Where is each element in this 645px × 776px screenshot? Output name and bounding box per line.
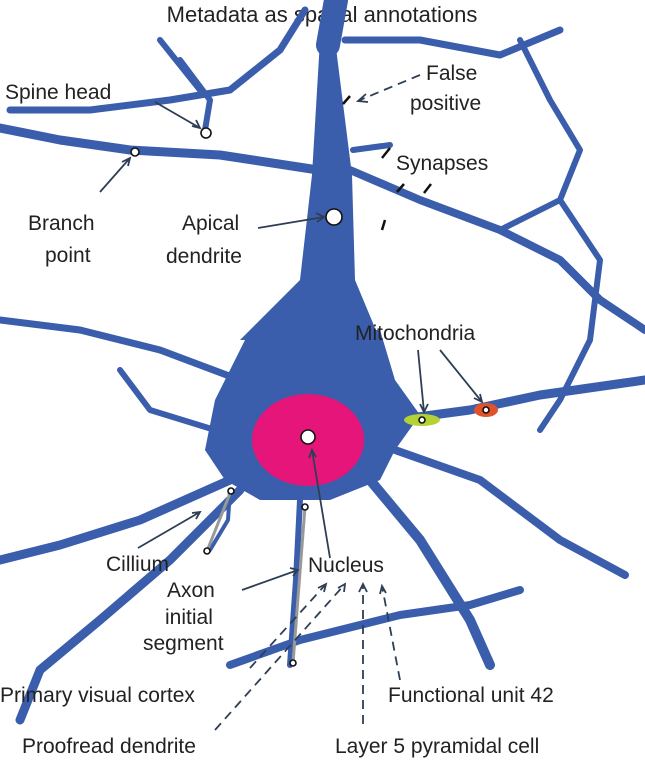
branch-right [346, 166, 645, 334]
branch-right-bottom [365, 475, 495, 670]
branch-right-lower [391, 446, 629, 579]
label-nucleus: Nucleus [308, 554, 384, 577]
cillium-point-bottom [203, 547, 211, 555]
nucleus-point [300, 429, 316, 445]
branch-left-lower [0, 475, 235, 565]
branch-upper-right [341, 26, 564, 59]
axon-initial-segment-annotation [291, 506, 307, 664]
label-functional-unit: Functional unit 42 [388, 684, 554, 707]
synapse-markers [342, 95, 432, 231]
apical-dendrite-point [325, 208, 343, 226]
label-cillium: Cillium [106, 553, 169, 576]
cillium-annotation [205, 490, 233, 552]
branch-right-upper [497, 37, 583, 233]
branch-small [157, 37, 203, 93]
branch-point [130, 147, 140, 157]
annotation-arrows [99, 74, 484, 731]
apical-dendrite-trunk [240, 40, 380, 340]
axon-point-bottom [289, 659, 297, 667]
apical-dendrite-top [316, 0, 348, 57]
mito-point-1 [418, 416, 426, 424]
branch-upper-left [6, 6, 309, 114]
labels: Spine head False positive Synapses Branc… [0, 62, 554, 758]
label-synapses: Synapses [396, 152, 488, 175]
label-branch-point-2: point [45, 244, 91, 267]
branch-far-right [537, 197, 603, 433]
label-false-positive-1: False [426, 62, 477, 85]
label-false-positive-2: positive [410, 92, 481, 115]
branch-bottom-horizontal [226, 586, 524, 669]
synapse-branch [350, 142, 393, 153]
label-proofread-dendrite: Proofread dendrite [22, 735, 196, 758]
mito-point-2 [482, 406, 490, 414]
label-branch-point-1: Branch [28, 212, 95, 235]
label-mitochondria: Mitochondria [355, 322, 476, 345]
neuron-morphology [0, 0, 645, 725]
branch-left-lower-mid [117, 367, 218, 433]
branch-left-mid [0, 316, 244, 384]
label-apical-dendrite-1: Apical [182, 212, 239, 235]
axon-collateral-right [390, 375, 645, 425]
label-axon-1: Axon [167, 579, 215, 602]
cillium-point-top [227, 487, 235, 495]
branch-left-bottom [15, 485, 245, 725]
label-layer5: Layer 5 pyramidal cell [335, 735, 539, 758]
basal-branch-top [0, 123, 323, 175]
label-apical-dendrite-2: dendrite [166, 245, 242, 268]
label-axon-2: initial [165, 606, 213, 629]
label-primary-visual-cortex: Primary visual cortex [0, 684, 195, 707]
label-axon-3: segment [143, 632, 224, 655]
axon-point-top [301, 503, 309, 511]
cillium-branch [208, 488, 232, 552]
axon [287, 497, 303, 668]
spine-head-point [200, 127, 212, 139]
label-spine-head: Spine head [5, 81, 111, 104]
